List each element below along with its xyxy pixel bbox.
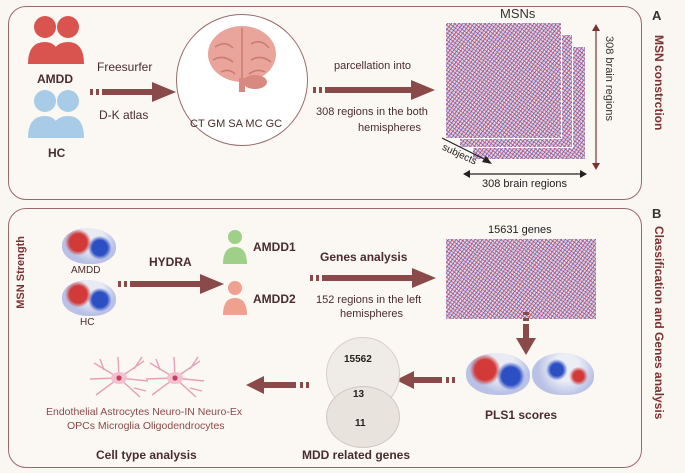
hc-people-icon <box>28 90 84 138</box>
venn-bottom-value: 11 <box>355 418 366 429</box>
genes-line3: hemispheres <box>340 308 403 320</box>
parcellation-line2: 308 regions in the both <box>316 106 428 118</box>
pls-brain-right-image <box>532 353 594 395</box>
atlas-label: D-K atlas <box>99 108 149 122</box>
brain-icon <box>208 26 276 92</box>
brain2-label: HC <box>80 317 95 328</box>
venn-label: MDD related genes <box>302 448 411 462</box>
panel-b-letter: B <box>652 206 662 221</box>
amdd-brain-image <box>62 228 116 264</box>
parcellation-line3: hemispheres <box>358 122 421 134</box>
freesurfer-label: Freesurfer <box>97 60 153 74</box>
arrow-right-icon-2 <box>313 80 435 100</box>
genes-line2: 152 regions in the left <box>316 294 422 306</box>
neuron-icon-1 <box>89 356 149 398</box>
arrow-left-icon-2 <box>246 376 309 394</box>
arrow-right-icon-3 <box>118 274 224 294</box>
arrow-down-icon <box>516 312 536 355</box>
msn-title: MSNs <box>500 6 536 21</box>
msn-strength-title: MSN Strength <box>15 236 27 309</box>
amdd-people-icon <box>28 16 84 64</box>
genes-analysis-label: Genes analysis <box>320 250 408 264</box>
genes-count-label: 15631 genes <box>488 224 552 236</box>
arrow-right-icon-4 <box>310 268 436 288</box>
vertical-axis-arrow-icon <box>592 24 600 170</box>
amdd2-person-icon <box>223 281 247 315</box>
cell-type-label: Cell type analysis <box>96 448 197 462</box>
venn-overlap-value: 13 <box>353 389 365 400</box>
cells-line1: Endothelial Astrocytes Neuro-IN Neuro-Ex <box>46 406 243 418</box>
neuron-icon-2 <box>145 356 205 398</box>
arrow-left-icon <box>396 371 455 389</box>
hydra-label: HYDRA <box>149 255 192 269</box>
amdd-label: AMDD <box>37 72 73 86</box>
arrow-right-icon <box>90 82 176 102</box>
vertical-axis-label: 308 brain regions <box>603 36 615 122</box>
venn-top-value: 15562 <box>344 354 372 365</box>
panel-a-side-title: MSN constrction <box>652 35 666 131</box>
brain1-label: AMDD <box>71 265 101 276</box>
panel-b-side-title: Classification and Genes analysis <box>652 226 666 420</box>
horizontal-axis-arrow-icon <box>463 170 587 178</box>
pls-label: PLS1 scores <box>485 408 558 422</box>
subjects-arrow-icon <box>441 137 492 164</box>
venn-circle-bottom <box>326 386 400 448</box>
amdd2-label: AMDD2 <box>253 292 296 306</box>
msn-matrix-front <box>445 22 562 139</box>
amdd1-label: AMDD1 <box>253 240 296 254</box>
pls-brain-left-image <box>466 353 530 395</box>
amdd1-person-icon <box>223 230 247 264</box>
parcellation-line1: parcellation into <box>334 60 412 72</box>
hc-brain-image <box>62 280 116 316</box>
measures-label: CT GM SA MC GC <box>190 118 283 130</box>
panel-a-letter: A <box>652 8 662 23</box>
hc-label: HC <box>48 146 66 160</box>
cells-line2: OPCs Microglia Oligodendrocytes <box>67 420 225 432</box>
horizontal-axis-label: 308 brain regions <box>482 178 568 190</box>
gene-matrix <box>446 239 596 319</box>
